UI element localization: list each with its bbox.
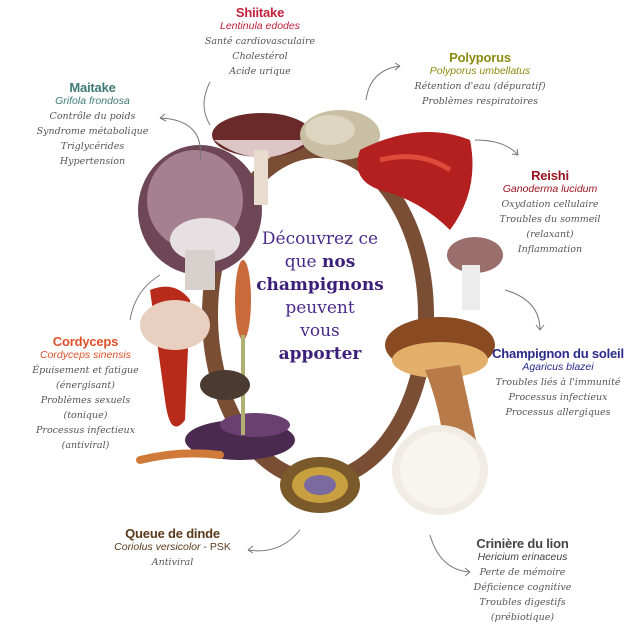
maitake-name: Maitake xyxy=(69,80,116,95)
arrow-reishi xyxy=(474,139,519,156)
tagline-line-3: champignons xyxy=(256,275,384,295)
arrow-maitake xyxy=(159,117,201,161)
maitake-block: Maitake Grifola frondosa Contrôle du poi… xyxy=(30,80,155,169)
criniere-block: Crinière du lion Hericium erinaceus Pert… xyxy=(455,536,590,625)
arrow-queue xyxy=(247,529,301,552)
turkey-tail-illustration xyxy=(280,457,360,513)
tagline-line-6: apporter xyxy=(278,344,362,364)
reishi-benefits: Oxydation cellulaire Troubles du sommeil… xyxy=(499,199,601,255)
criniere-name: Crinière du lion xyxy=(476,536,569,551)
chanterelle-illustration xyxy=(200,370,250,400)
tagline-line-2: que nos xyxy=(284,252,356,272)
arrow-shiitake xyxy=(203,81,211,126)
queue-benefits: Antiviral xyxy=(151,557,194,568)
queue-name: Queue de dinde xyxy=(125,526,220,541)
shiitake-block: Shiitake Lentinula edodes Santé cardiova… xyxy=(175,5,345,79)
arrow-polyporus xyxy=(365,65,401,101)
shiitake-benefits: Santé cardiovasculaire Cholestérol Acide… xyxy=(204,36,316,77)
soleil-block: Champignon du soleil Agaricus blazei Tro… xyxy=(478,346,638,420)
arrows xyxy=(129,62,545,577)
shiitake-illustration xyxy=(212,113,312,205)
red-mushroom-illustration xyxy=(140,286,210,427)
arrow-soleil xyxy=(504,289,541,331)
shiitake-name: Shiitake xyxy=(235,5,285,20)
criniere-benefits: Perte de mémoire Déficience cognitive Tr… xyxy=(473,567,572,623)
tagline-line-1: Découvrez ce xyxy=(261,229,379,249)
arrow-cordyceps xyxy=(129,274,161,321)
cordyceps-block: Cordyceps Cordyceps sinensis Épuisement … xyxy=(18,334,153,453)
criniere-latin: Hericium erinaceus xyxy=(477,551,568,563)
soleil-benefits: Troubles liés à l'immunité Processus inf… xyxy=(495,377,621,418)
arrow-criniere xyxy=(429,534,471,573)
tagline-line-4: peuvent xyxy=(285,298,355,318)
maitake-illustration xyxy=(138,145,262,290)
soleil-name: Champignon du soleil xyxy=(492,346,624,361)
lions-mane-illustration xyxy=(392,425,488,515)
reishi-illustration xyxy=(357,132,473,230)
shiitake-latin: Lentinula edodes xyxy=(220,20,300,32)
polyporus-block: Polyporus Polyporus umbellatus Rétention… xyxy=(405,50,555,109)
cordyceps-name: Cordyceps xyxy=(52,334,119,349)
center-tagline: Découvrez ce que nos champignons peuvent… xyxy=(252,228,388,366)
polyporus-illustration xyxy=(300,110,380,160)
tagline-line-5: vous xyxy=(300,321,340,341)
bolete-illustration xyxy=(385,317,495,474)
reishi-latin: Ganoderma lucidum xyxy=(502,183,598,195)
reishi-name: Reishi xyxy=(531,168,569,183)
cordyceps-latin: Cordyceps sinensis xyxy=(39,349,132,361)
reishi-block: Reishi Ganoderma lucidum Oxydation cellu… xyxy=(490,168,610,257)
purple-mushrooms-illustration xyxy=(185,413,295,460)
queue-latin-line: Coriolus versicolor - PSK xyxy=(114,541,231,553)
polyporus-latin: Polyporus umbellatus xyxy=(429,65,531,77)
maitake-benefits: Contrôle du poids Syndrome métabolique T… xyxy=(36,111,149,167)
polyporus-name: Polyporus xyxy=(449,50,511,65)
cordyceps-benefits: Épuisement et fatigue (énergisant) Probl… xyxy=(32,365,139,451)
queue-block: Queue de dinde Coriolus versicolor - PSK… xyxy=(100,526,245,570)
maitake-latin: Grifola frondosa xyxy=(55,95,130,107)
polyporus-benefits: Rétention d'eau (dépuratif) Problèmes re… xyxy=(414,81,546,107)
soleil-latin: Agaricus blazei xyxy=(522,361,594,373)
agaricus-illustration xyxy=(447,237,503,310)
